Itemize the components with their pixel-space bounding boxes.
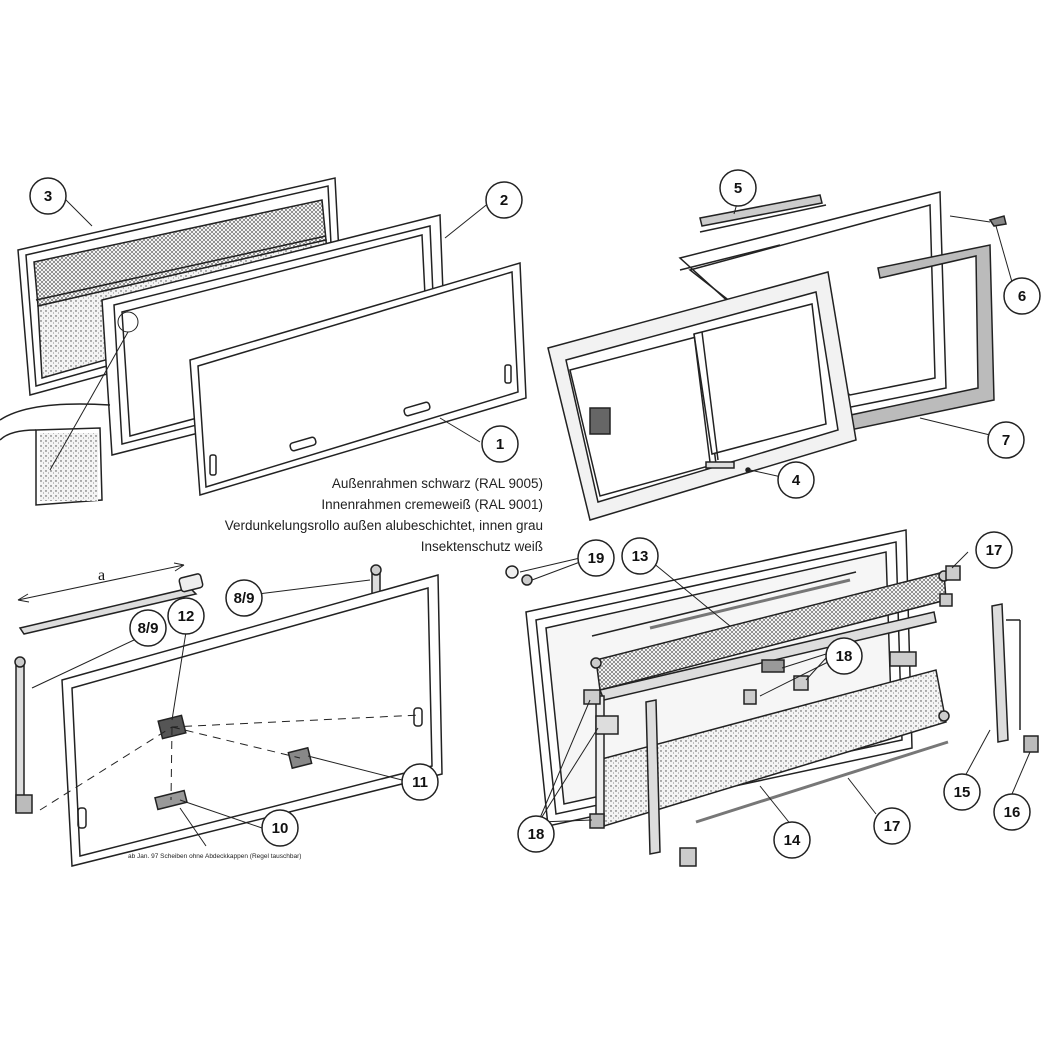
note-outer-frame: Außenrahmen schwarz (RAL 9005): [331, 476, 543, 491]
stay-left: [15, 659, 25, 811]
glass-pane-1: [189, 262, 527, 496]
callout-5: 5: [719, 169, 757, 207]
bottom-right-assembly: [505, 529, 1039, 867]
callout-7: 7: [987, 421, 1025, 459]
callout-1: 1: [481, 425, 519, 463]
callout-2: 2: [485, 181, 523, 219]
svg-text:14: 14: [784, 832, 801, 849]
clip-6: [988, 215, 1007, 227]
clip-16: [1023, 735, 1039, 753]
svg-text:7: 7: [1002, 432, 1010, 449]
svg-text:1: 1: [496, 436, 504, 453]
callout-3: 3: [29, 177, 67, 215]
bottom-left-assembly: [14, 562, 443, 867]
svg-text:18: 18: [836, 648, 853, 665]
svg-text:17: 17: [884, 818, 901, 835]
svg-text:8/9: 8/9: [234, 590, 255, 607]
callout-19: 19: [577, 539, 615, 577]
callout-18-b: 18: [517, 815, 555, 853]
svg-text:8/9: 8/9: [138, 620, 159, 637]
profile-15: [991, 603, 1009, 743]
note-insect-screen: Insektenschutz weiß: [420, 539, 543, 554]
top-left-assembly: [0, 177, 527, 506]
callout-13: 13: [621, 537, 659, 575]
svg-text:13: 13: [632, 548, 649, 565]
svg-text:6: 6: [1018, 288, 1026, 305]
dimension-label: a: [98, 567, 105, 584]
callout-14: 14: [773, 821, 811, 859]
svg-text:18: 18: [528, 826, 545, 843]
svg-text:19: 19: [588, 550, 605, 567]
note-blind: Verdunkelungsrollo außen alubeschichtet,…: [224, 518, 543, 533]
callouts: 1 2 3 4 5 6 7 8/9 8/9 10 11 12 13 14 15 …: [29, 169, 1041, 859]
trim-strip-5: [699, 194, 823, 227]
callout-15: 15: [943, 773, 981, 811]
callout-6: 6: [1003, 277, 1041, 315]
callout-4: 4: [777, 461, 815, 499]
svg-text:15: 15: [954, 784, 971, 801]
callout-18-a: 18: [825, 637, 863, 675]
callout-11: 11: [401, 763, 439, 801]
svg-text:3: 3: [44, 188, 52, 205]
window-pane: [61, 574, 443, 867]
callout-16: 16: [993, 793, 1031, 831]
svg-text:17: 17: [986, 542, 1003, 559]
callout-17-b: 17: [873, 807, 911, 845]
callout-10: 10: [261, 809, 299, 847]
svg-text:12: 12: [178, 608, 195, 625]
svg-text:5: 5: [734, 180, 742, 197]
wall-corner: [0, 403, 111, 506]
callout-8-9-a: 8/9: [225, 579, 263, 617]
guide-rail: [645, 699, 661, 855]
svg-text:11: 11: [412, 774, 428, 791]
stay-rod: [18, 587, 198, 635]
top-right-assembly: [547, 191, 1013, 521]
note-inner-frame: Innenrahmen cremeweiß (RAL 9001): [321, 497, 543, 512]
callout-8-9-b: 8/9: [129, 609, 167, 647]
svg-text:2: 2: [500, 192, 508, 209]
svg-text:16: 16: [1004, 804, 1021, 821]
svg-text:10: 10: [272, 820, 289, 837]
callout-17-a: 17: [975, 531, 1013, 569]
svg-text:4: 4: [792, 472, 801, 489]
callout-12: 12: [167, 597, 205, 635]
small-note: ab Jan. 97 Scheiben ohne Abdeckkappen (R…: [128, 853, 302, 860]
